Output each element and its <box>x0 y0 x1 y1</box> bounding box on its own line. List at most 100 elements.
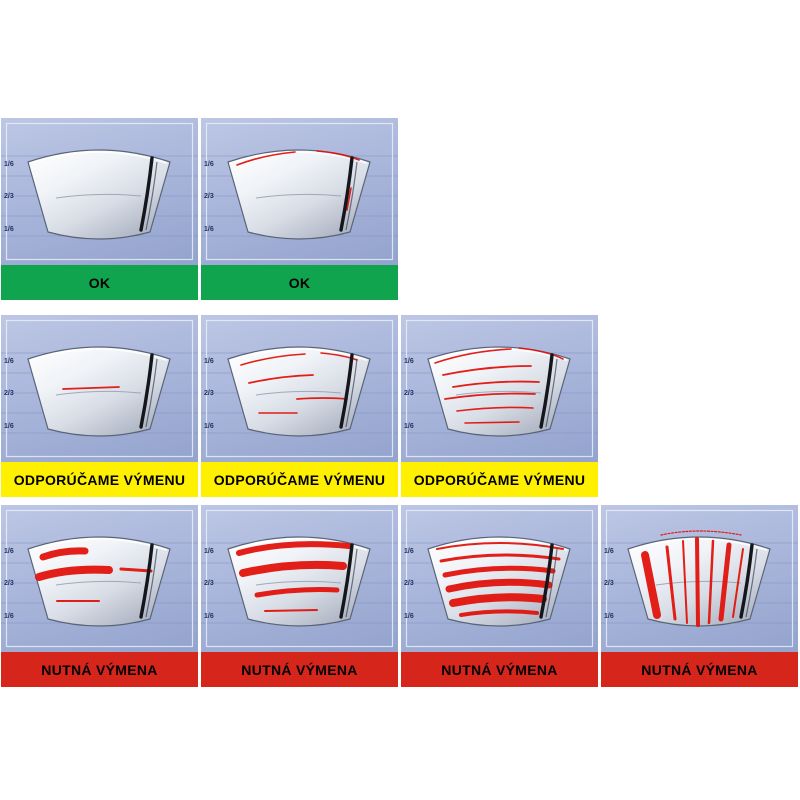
wear-streak <box>452 380 540 388</box>
zone-label: 1/6 <box>4 548 14 555</box>
wear-streak <box>236 151 296 166</box>
zone-label: 1/6 <box>204 226 214 233</box>
wear-streak <box>236 541 352 556</box>
wear-streak <box>445 578 553 593</box>
zone-label: 2/3 <box>4 193 14 200</box>
windshield-graphic: 1/62/31/6 <box>1 319 198 458</box>
windshield-illustration: 1/6 2/3 1/6 <box>201 505 398 652</box>
status-label: ODPORÚČAME VÝMENU <box>201 462 398 497</box>
status-label: NUTNÁ VÝMENA <box>401 652 598 687</box>
zone-label: 2/3 <box>204 390 214 397</box>
wear-streak <box>718 542 732 622</box>
wear-streak <box>660 530 742 536</box>
status-label: NUTNÁ VÝMENA <box>601 652 798 687</box>
inner-frame <box>205 319 394 458</box>
wear-streak <box>665 545 677 621</box>
zone-label: 1/6 <box>204 613 214 620</box>
glass-reflection <box>255 193 342 199</box>
blade-shadow <box>145 358 158 428</box>
wear-streak <box>248 374 314 384</box>
wear-streak <box>732 548 744 618</box>
inner-frame <box>405 319 594 458</box>
blade-shadow <box>345 548 358 618</box>
inner-frame <box>205 122 394 261</box>
wear-streak <box>254 587 340 598</box>
glass-reflection <box>55 390 142 396</box>
status-label: NUTNÁ VÝMENA <box>1 652 198 687</box>
wear-streak <box>464 421 520 424</box>
wear-streak <box>439 553 561 563</box>
zone-label: 1/6 <box>204 423 214 430</box>
wear-streak <box>320 352 358 361</box>
blade-shadow <box>345 161 358 231</box>
status-label: ODPORÚČAME VÝMENU <box>1 462 198 497</box>
wiper-blade <box>339 543 354 619</box>
zone-label: 1/6 <box>204 548 214 555</box>
wear-streak <box>444 392 536 400</box>
windshield-graphic: 1/6 2/3 1/6 <box>201 509 398 648</box>
zone-label: 1/6 <box>4 358 14 365</box>
zone-label: 2/3 <box>404 580 414 587</box>
wiper-blade <box>739 543 754 619</box>
wear-streak <box>442 365 532 376</box>
zone-label: 1/6 <box>404 613 414 620</box>
wear-streak <box>442 565 556 578</box>
blade-shadow <box>145 548 158 618</box>
windshield-graphic: 1/62/31/6 <box>201 319 398 458</box>
inner-frame <box>205 509 394 648</box>
zone-label: 1/6 <box>604 548 614 555</box>
wear-streak <box>682 540 688 624</box>
zone-label: 1/6 <box>4 226 14 233</box>
wiper-blade <box>539 353 554 429</box>
zone-label: 1/6 <box>404 358 414 365</box>
glass-reflection <box>455 390 542 396</box>
zone-label: 1/6 <box>4 423 14 430</box>
wear-streak <box>240 353 306 366</box>
windshield-illustration: 1/6 2/3 1/6 <box>401 315 598 462</box>
status-label: NUTNÁ VÝMENA <box>201 652 398 687</box>
glass-reflection <box>255 390 342 396</box>
zone-label: 1/6 <box>204 161 214 168</box>
wiper-blade <box>339 353 354 429</box>
windshield-graphic: 1/62/31/6 <box>401 509 598 648</box>
wear-streak <box>695 537 700 627</box>
wear-streak <box>436 542 564 550</box>
status-label: OK <box>201 265 398 300</box>
wiper-blade <box>139 156 154 232</box>
wiper-blade <box>339 156 354 232</box>
wear-streak <box>35 565 113 581</box>
inner-frame <box>5 509 194 648</box>
wear-streak <box>434 348 512 364</box>
inner-frame <box>5 319 194 458</box>
status-label: OK <box>1 265 198 300</box>
windshield-graphic: 1/62/31/6 <box>1 509 198 648</box>
windshield-graphic: 1/62/31/6 <box>601 509 798 648</box>
zone-label: 1/6 <box>4 613 14 620</box>
zone-label: 2/3 <box>204 580 214 587</box>
inner-frame <box>405 509 594 648</box>
blade-shadow <box>745 548 758 618</box>
wiper-blade <box>139 353 154 429</box>
zone-label: 1/6 <box>604 613 614 620</box>
wear-streak <box>641 551 661 619</box>
zone-label: 1/6 <box>4 161 14 168</box>
wiper-blade <box>139 543 154 619</box>
inner-frame <box>5 122 194 261</box>
wear-streak <box>346 187 352 211</box>
zone-label: 2/3 <box>404 390 414 397</box>
zone-label: 1/6 <box>404 423 414 430</box>
glass-reflection <box>255 580 342 586</box>
